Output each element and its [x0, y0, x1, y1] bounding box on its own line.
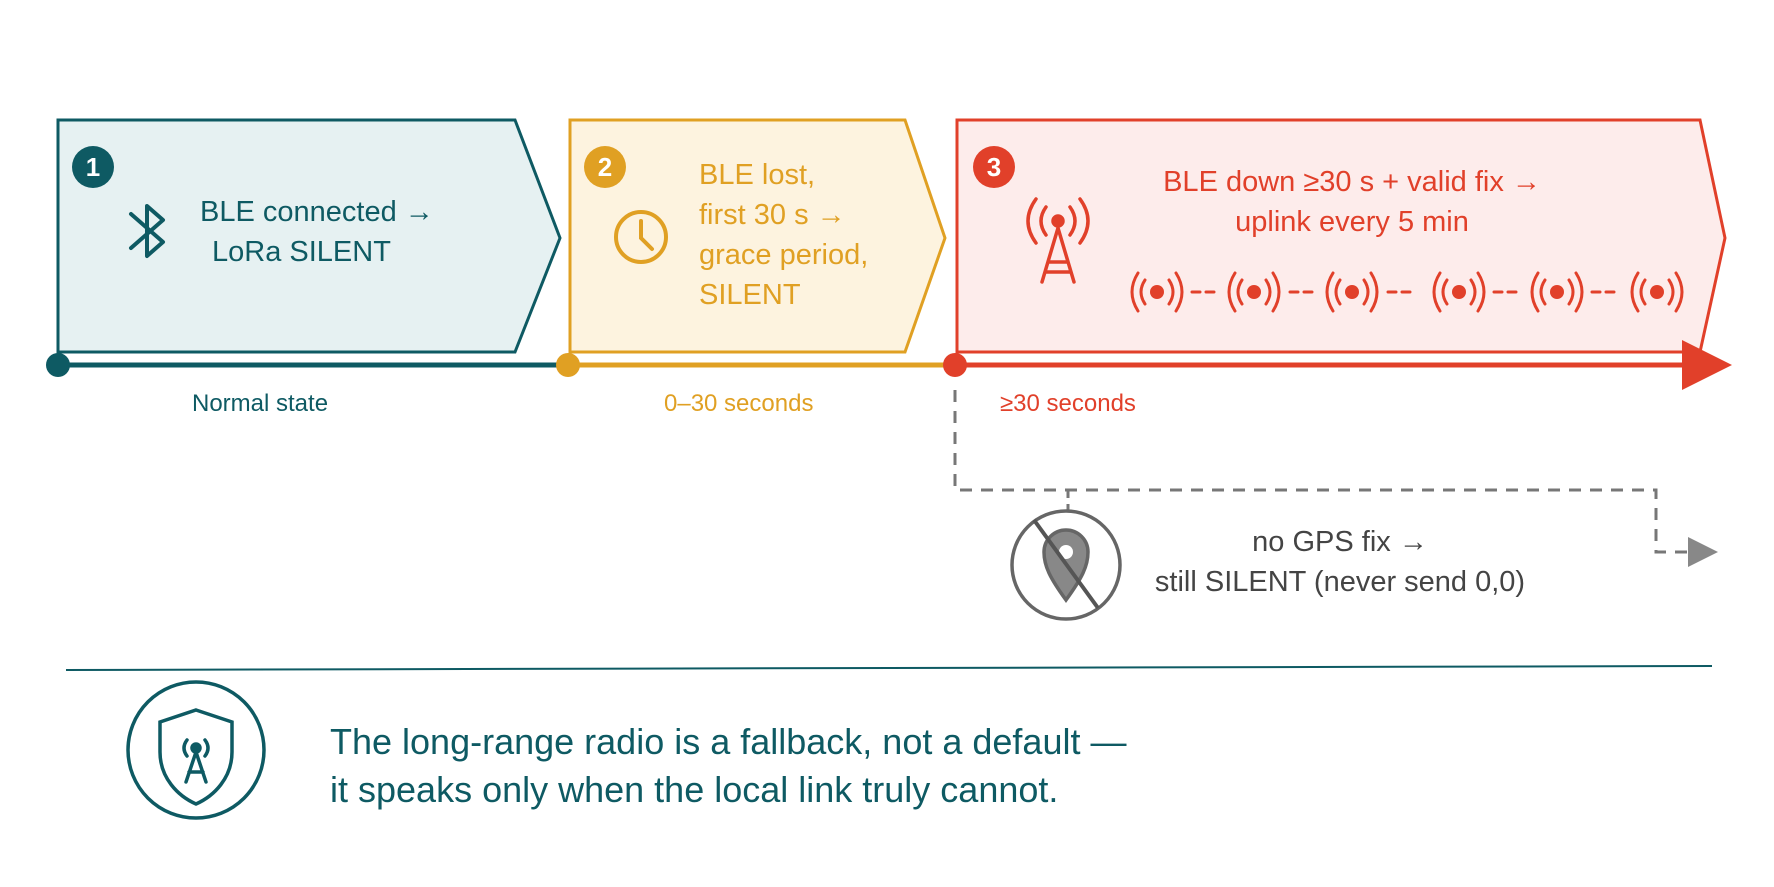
branch-dashed-line — [953, 390, 1718, 567]
stage-3-caption: ≥30 seconds — [1000, 390, 1136, 417]
branch-line-2: still SILENT (never send 0,0) — [1154, 566, 1526, 598]
summary-line-2: it speaks only when the local link truly… — [330, 769, 1059, 810]
uplink-pulse-icon — [1130, 271, 1184, 313]
stage-2-line-2: first 30 s → — [699, 199, 846, 231]
timeline-dot-3 — [943, 353, 967, 377]
stage-2-caption: 0–30 seconds — [664, 390, 814, 417]
stage-1-line-1: BLE connected → — [200, 196, 434, 228]
uplink-pulse-icon — [1325, 271, 1379, 313]
summary-text: The long-range radio is a fallback, not … — [330, 718, 1126, 814]
uplink-pulse-icon — [1227, 271, 1281, 313]
stage-2-line-3: grace period, — [699, 239, 869, 271]
timeline-dot-2 — [556, 353, 580, 377]
stage-1-line-2: LoRa SILENT — [212, 236, 391, 268]
branch-line-1: no GPS fix → — [1252, 526, 1428, 558]
uplink-pulse-icon — [1530, 271, 1584, 313]
clock-icon — [614, 210, 668, 264]
timeline-dot-1 — [46, 353, 70, 377]
stage-1-caption: Normal state — [192, 390, 329, 417]
stage-1-number: 1 — [72, 146, 114, 188]
stage-2-line-4: SILENT — [699, 279, 801, 311]
branch-text: no GPS fix → still SILENT (never send 0,… — [1140, 522, 1540, 602]
shield-antenna-icon — [126, 680, 266, 820]
radio-tower-icon — [1026, 197, 1090, 284]
stage-2-text: BLE lost, first 30 s → grace period, SIL… — [699, 155, 868, 315]
uplink-pulse-icon — [1432, 271, 1486, 313]
stage-3-line-2: uplink every 5 min — [1235, 206, 1469, 238]
stage-1-box — [56, 118, 562, 354]
stage-3-line-1: BLE down ≥30 s + valid fix → — [1163, 166, 1541, 198]
summary-line-1: The long-range radio is a fallback, not … — [330, 721, 1127, 762]
no-location-icon — [1010, 509, 1122, 621]
stage-2-box — [568, 118, 947, 354]
uplink-pulse-icon — [1630, 271, 1684, 313]
bluetooth-icon — [129, 204, 165, 258]
stage-1-text: BLE connected → LoRa SILENT — [200, 192, 434, 272]
separator-line — [65, 665, 1713, 671]
uplink-pulse-row — [1130, 271, 1684, 313]
stage-3-text: BLE down ≥30 s + valid fix → uplink ever… — [1142, 162, 1562, 242]
stage-2-number: 2 — [584, 146, 626, 188]
stage-3-number: 3 — [973, 146, 1015, 188]
stage-2-line-1: BLE lost, — [699, 159, 816, 191]
